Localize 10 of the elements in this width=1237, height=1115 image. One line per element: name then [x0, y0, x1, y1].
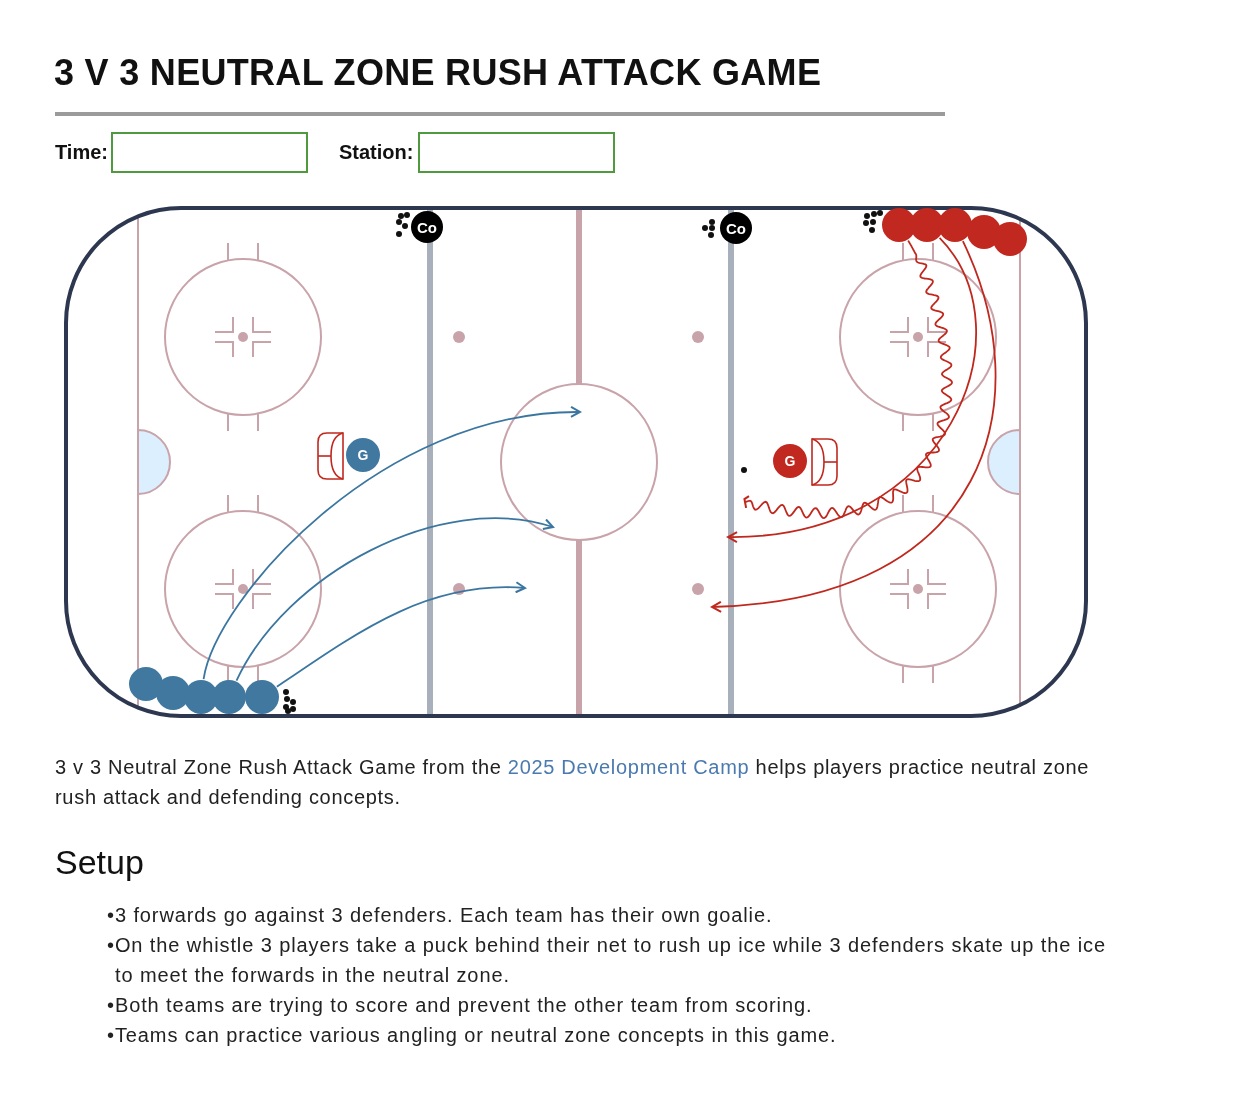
- bullet-item: •Both teams are trying to score and prevent the other team from scoring.: [107, 993, 814, 1018]
- field-label: Station:: [339, 140, 414, 164]
- text-link: 2025 Development Camp: [507, 756, 750, 778]
- bullet-item: •Teams can practice various angling or neutral zone concepts in this game.: [107, 1023, 838, 1048]
- description-paragraph: 3 v 3 Neutral Zone Rush Attack Game from the 2025 Development Camp helps players practice neutral zone rush attack and defending concepts.: [55, 755, 1091, 810]
- bullet-item: •On the whistle 3 players take a puck behind their net to rush up ice while 3 defenders skate up the ice to meet the forwards in the neutral zone.: [107, 933, 1107, 988]
- field-label: Time:: [55, 140, 108, 164]
- bullet-item: •3 forwards go against 3 defenders. Each team has their own goalie.: [107, 903, 774, 928]
- section-heading: Setup: [55, 842, 144, 882]
- title: 3 V 3 NEUTRAL ZONE RUSH ATTACK GAME: [54, 52, 822, 94]
